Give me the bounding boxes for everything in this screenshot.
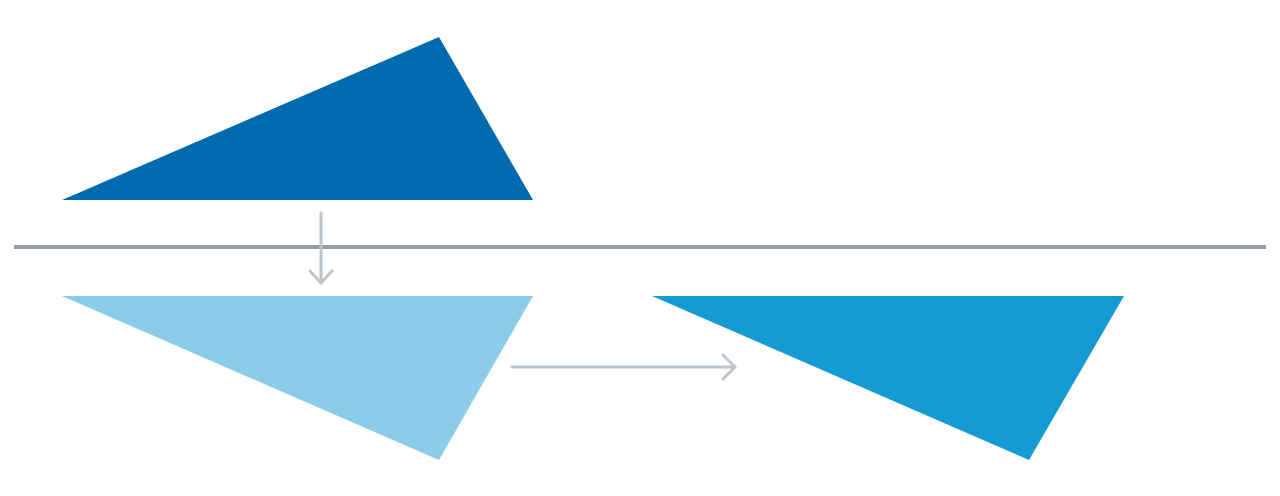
translated-triangle	[652, 296, 1124, 460]
translate-arrow	[510, 353, 737, 381]
original-triangle	[62, 37, 533, 200]
reflect-arrow	[308, 211, 334, 285]
reflect-arrow-head	[308, 269, 334, 285]
translate-arrow-head	[721, 353, 737, 381]
reflected-triangle	[62, 296, 533, 460]
